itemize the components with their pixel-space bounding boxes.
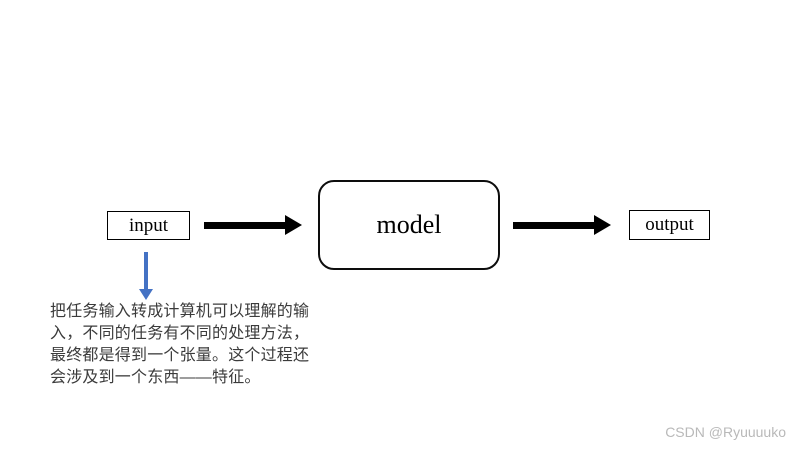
- input-node: input: [107, 211, 190, 240]
- model-node: model: [318, 180, 500, 270]
- annotation-line: 最终都是得到一个张量。这个过程还: [50, 347, 310, 364]
- annotation-line: 把任务输入转成计算机可以理解的输: [50, 303, 310, 320]
- annotation-arrow-down: [138, 252, 154, 300]
- arrow-input-to-model: [204, 215, 302, 235]
- arrow-right-icon: [285, 215, 302, 235]
- arrow-model-to-output: [513, 215, 611, 235]
- arrow-down-icon: [139, 289, 153, 300]
- output-node-label: output: [645, 214, 694, 235]
- input-node-label: input: [128, 214, 169, 236]
- arrow-right-icon: [594, 215, 611, 235]
- arrow-input-to-model-shaft: [204, 222, 285, 229]
- annotation-line: 会涉及到一个东西——特征。: [50, 369, 261, 386]
- output-node: output: [629, 210, 710, 240]
- annotation-text-block: 把任务输入转成计算机可以理解的输 入，不同的任务有不同的处理方法， 最终都是得到…: [50, 301, 330, 389]
- watermark: CSDN @Ryuuuuko: [665, 424, 786, 440]
- model-node-label: model: [376, 210, 442, 239]
- arrow-model-to-output-shaft: [513, 222, 594, 229]
- annotation-arrow-shaft: [144, 252, 148, 289]
- annotation-line: 入，不同的任务有不同的处理方法，: [50, 325, 310, 342]
